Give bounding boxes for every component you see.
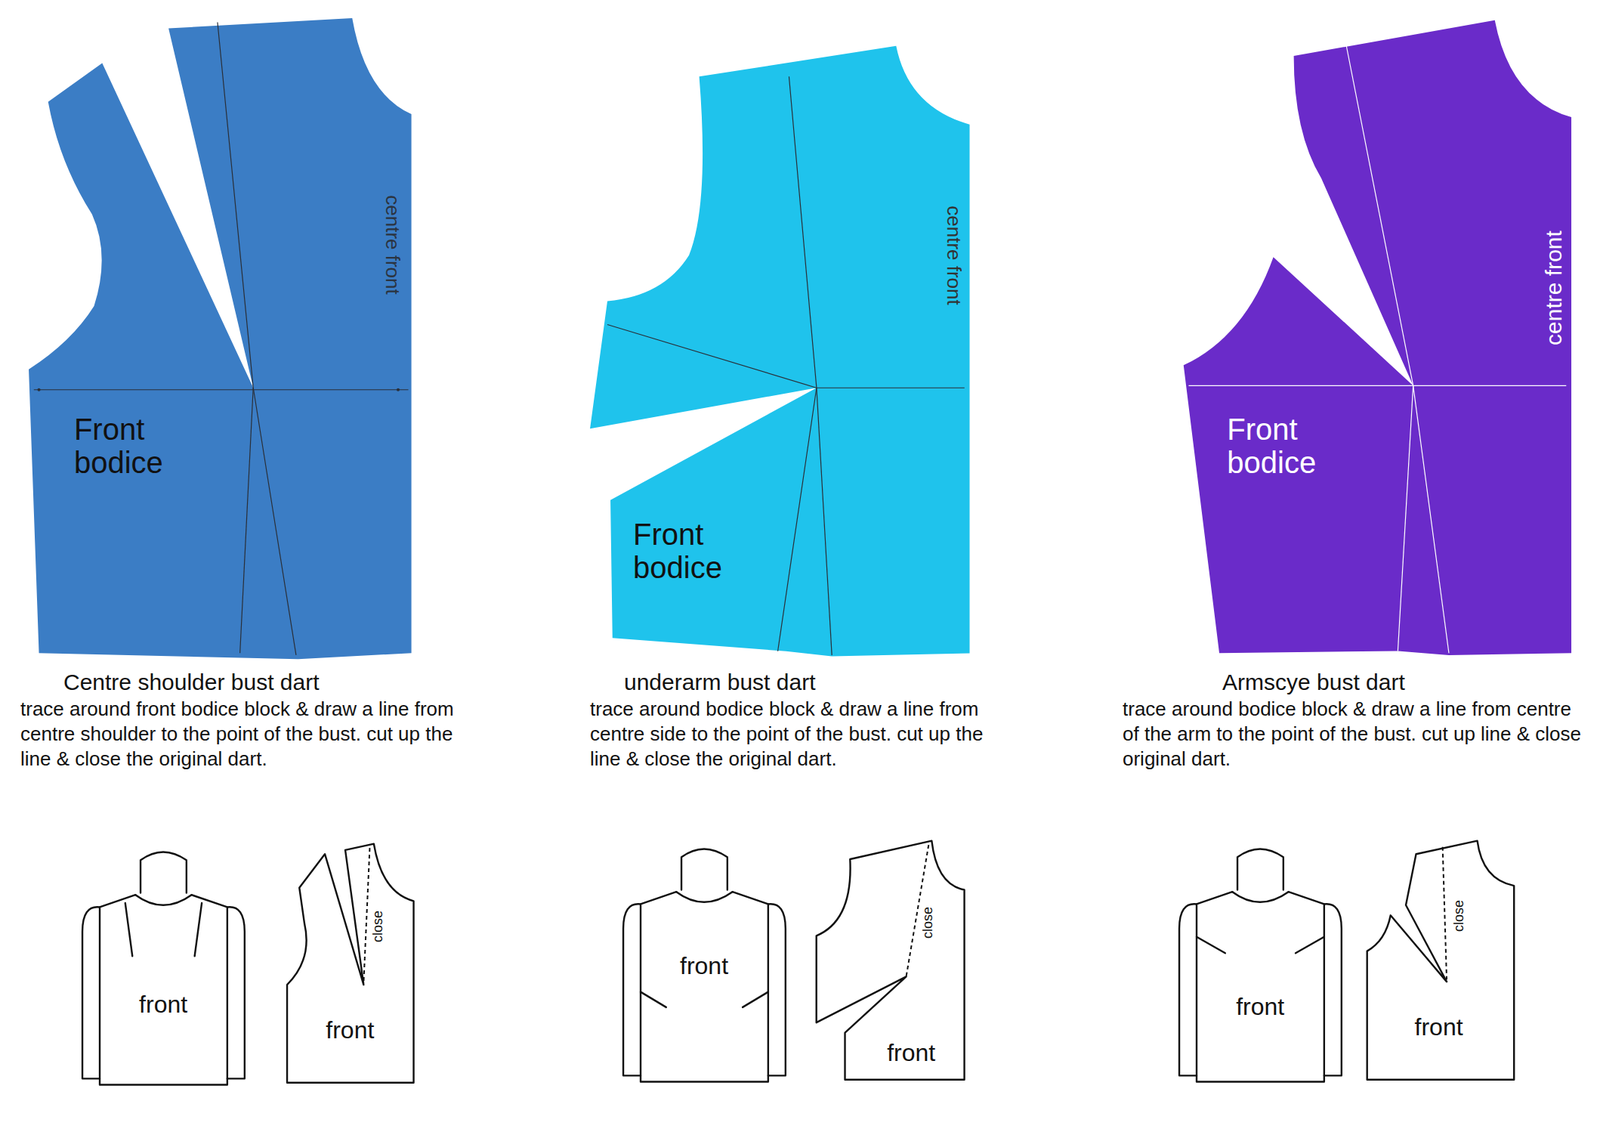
sketch-line [640, 991, 667, 1007]
close-line [363, 847, 370, 983]
shape-label: front [679, 953, 729, 980]
construction-line [1398, 386, 1414, 652]
pattern-sketch: close front [284, 841, 417, 1087]
rotated-label: centre front [382, 194, 405, 295]
marker-dot [396, 388, 400, 392]
sketch-line [1179, 904, 1197, 1076]
construction-line [1189, 385, 1567, 387]
sketch-line [1324, 904, 1342, 1076]
garment-sketch: front [620, 838, 789, 1084]
rotated-label: close [920, 906, 936, 939]
garment-sketch: front [79, 841, 248, 1087]
garment-sketch-outline [1176, 838, 1345, 1084]
sketch-line [140, 852, 187, 893]
sketch-line [82, 907, 100, 1079]
shape-label: Front bodice [1226, 412, 1341, 479]
instruction-text: trace around front bodice block & draw a… [20, 696, 455, 772]
sketch-line [768, 904, 786, 1076]
pattern-sketch: close front [814, 838, 968, 1084]
construction-line [816, 387, 832, 655]
marker-dot [37, 388, 41, 392]
construction-line [239, 387, 254, 653]
construction-line [1413, 386, 1449, 654]
shape-label: front [325, 1017, 374, 1045]
rotated-label: close [370, 910, 387, 943]
pattern-piece: centre frontFront bodice [586, 40, 975, 664]
garment-sketch-outline [79, 841, 248, 1087]
pattern-piece: centre frontFront bodice [1178, 15, 1577, 664]
sketch-line [640, 892, 769, 1082]
shape-label: front [138, 991, 188, 1019]
pattern-piece-outline [1178, 15, 1577, 664]
construction-line [777, 387, 816, 651]
sketch-line [623, 904, 641, 1076]
sketch-line [1367, 840, 1515, 1080]
sketch-line [227, 907, 245, 1079]
shape-label: front [1235, 994, 1285, 1021]
sketch-line [1295, 936, 1325, 954]
dart-heading: Centre shoulder bust dart [63, 667, 487, 697]
sketch-line [1237, 849, 1284, 890]
sketch-line [287, 843, 414, 1083]
sketch-line [194, 902, 202, 956]
sketch-line [676, 892, 733, 903]
rotated-label: close [1451, 899, 1468, 932]
dart-heading: Armscye bust dart [1222, 667, 1585, 697]
sketch-line [1196, 936, 1226, 954]
piece-shape [1183, 20, 1572, 655]
sketch-line [681, 849, 728, 890]
sketch-line [816, 840, 965, 1080]
construction-line [788, 76, 816, 388]
shape-label: Front bodice [633, 517, 747, 584]
pattern-sketch: close front [1365, 838, 1517, 1084]
construction-line [253, 387, 297, 655]
shape-label: front [1414, 1014, 1464, 1041]
construction-line [33, 389, 409, 390]
sketch-line [1196, 892, 1325, 1082]
construction-line [816, 387, 965, 389]
construction-line [217, 22, 254, 389]
sketch-line [742, 991, 769, 1007]
sketch-line [99, 895, 228, 1085]
pattern-piece-outline [25, 15, 419, 664]
rotated-label: centre front [943, 205, 966, 306]
pattern-sketch-outline [1365, 838, 1517, 1084]
sketch-line [125, 902, 133, 956]
rotated-label: centre front [1540, 230, 1566, 346]
instruction-text: trace around bodice block & draw a line … [589, 696, 1017, 772]
close-line [1442, 846, 1447, 980]
piece-shape [28, 18, 412, 659]
sketch-line [135, 895, 192, 906]
shape-label: front [886, 1039, 936, 1066]
construction-line [607, 324, 817, 389]
construction-line [1341, 22, 1414, 387]
pattern-piece: centre frontFront bodice [25, 15, 419, 664]
sketch-line [1232, 892, 1289, 903]
piece-shape [589, 46, 970, 657]
dart-heading: underarm bust dart [623, 667, 1002, 697]
pattern-sketch-outline [284, 841, 417, 1087]
garment-sketch: front [1176, 838, 1345, 1084]
shape-label: Front bodice [74, 412, 188, 479]
instruction-text: trace around bodice block & draw a line … [1122, 696, 1588, 772]
